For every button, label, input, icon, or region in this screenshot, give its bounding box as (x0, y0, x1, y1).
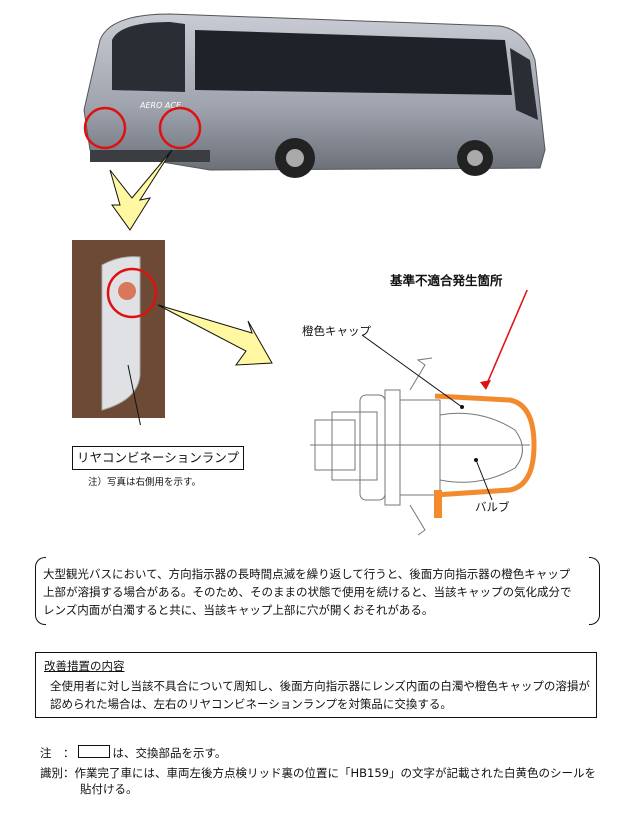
callout-arrow (109, 149, 173, 231)
lamp-photo (72, 240, 273, 425)
cap-marker (106, 267, 158, 319)
diagram-title: 基準不適合発生箇所 (390, 273, 503, 288)
identification-note: 識別：作業完了車には、車両左後方点検リッド裏の位置に「HB159」の文字が記載さ… (40, 764, 596, 782)
note-label: 注 ： (40, 746, 75, 760)
photo-note: 注）写真は右側用を示す。 (88, 477, 202, 488)
defect-line: レンズ内面が白濁すると共に、当該キャップ上部に穴が開くおそれがある。 (43, 603, 434, 617)
note-line: 注 ： は、交換部品を示す。 (40, 744, 226, 762)
id-line-2: 貼付ける。 (80, 782, 138, 796)
bus-badge: AERO ACE (139, 101, 182, 110)
id-label: 識別： (40, 766, 75, 780)
note-text: は、交換部品を示す。 (112, 746, 227, 760)
replacement-part-box-icon (77, 745, 110, 758)
right-lamp-marker (158, 106, 202, 150)
lamp-cross-section-diagram (310, 290, 537, 536)
defect-line: 上部が溶損する場合がある。そのため、そのままの状態で使用を続けると、当該キャップ… (43, 585, 572, 599)
left-lamp-marker (83, 106, 127, 150)
bus-illustration: AERO ACE (83, 13, 546, 231)
defect-line: 大型観光バスにおいて、方向指示器の長時間点滅を繰り返して行うと、後面方向指示器の… (43, 567, 571, 581)
remedy-heading: 改善措置の内容 (44, 659, 125, 673)
remedy-line: 認められた場合は、左右のリヤコンビネーションランプを対策品に交換する。 (50, 697, 452, 711)
bulb-label: バルブ (475, 500, 510, 514)
cap-label: 橙色キャップ (302, 324, 371, 338)
remedy-box: 改善措置の内容 全使用者に対し当該不具合について周知し、後面方向指示器にレンズ内… (35, 652, 597, 718)
id-line-1: 作業完了車には、車両左後方点検リッド裏の位置に「HB159」の文字が記載された白… (74, 766, 596, 780)
lamp-label: リヤコンビネーションランプ (72, 446, 244, 470)
defect-description: 大型観光バスにおいて、方向指示器の長時間点滅を繰り返して行うと、後面方向指示器の… (35, 557, 600, 625)
callout-arrow (157, 304, 273, 366)
remedy-line: 全使用者に対し当該不具合について周知し、後面方向指示器にレンズ内面の白濁や橙色キ… (50, 679, 590, 693)
orange-cap-highlight (434, 393, 537, 498)
